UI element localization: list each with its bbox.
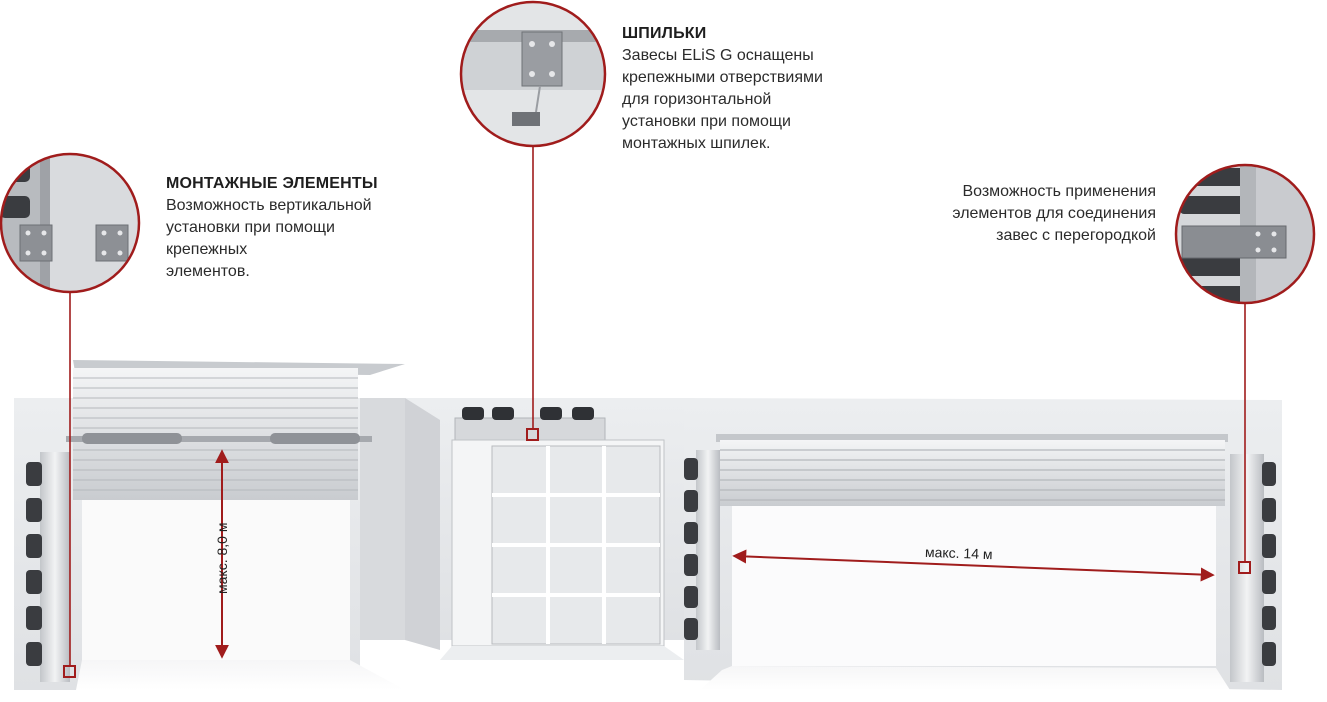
callout-text: Завесы ELiS G оснащены крепежными отверс… <box>622 47 823 152</box>
width-dimension-label: макс. 14 м <box>924 543 993 563</box>
marker-top <box>526 428 539 441</box>
callout-studs: ШПИЛЬКИ Завесы ELiS G оснащены крепежным… <box>622 23 892 155</box>
callout-mounting-elements: МОНТАЖНЫЕ ЭЛЕМЕНТЫ Возможность вертикаль… <box>166 173 436 283</box>
marker-right <box>1238 561 1251 574</box>
height-dimension-label: макс. 8,0 м <box>214 522 230 594</box>
marker-left <box>63 665 76 678</box>
zoom-circle-left <box>0 152 141 294</box>
zoom-circle-top <box>459 0 607 148</box>
middle-door <box>440 407 684 660</box>
callout-title: ШПИЛЬКИ <box>622 25 707 42</box>
callout-partition-connection: Возможность применения элементов для сое… <box>860 181 1156 247</box>
width-dimension-arrow <box>732 549 1215 582</box>
zoom-circle-right <box>1174 163 1316 305</box>
callout-text: Возможность вертикальной установки при п… <box>166 197 372 280</box>
callout-title: МОНТАЖНЫЕ ЭЛЕМЕНТЫ <box>166 175 378 192</box>
callout-text: Возможность применения элементов для сое… <box>952 183 1156 244</box>
right-door <box>684 434 1276 690</box>
